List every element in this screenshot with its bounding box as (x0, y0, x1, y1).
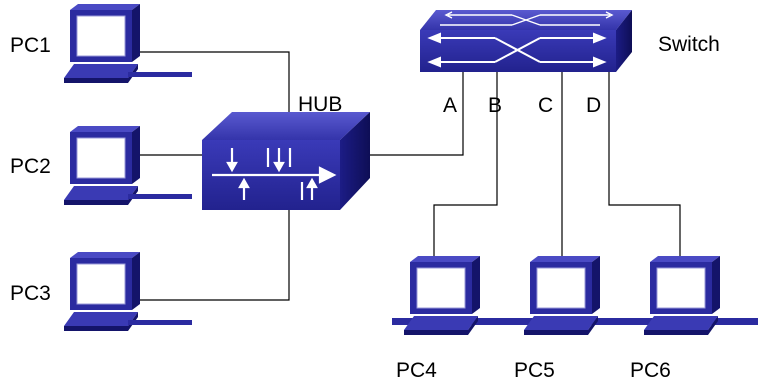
switch-side-face (616, 10, 632, 72)
hub-top-face (202, 112, 370, 140)
switch-device (420, 10, 632, 72)
link-port-b-pc4 (433, 72, 498, 262)
pc1-label: PC1 (10, 34, 51, 57)
hub-side-face (340, 112, 370, 210)
pc1-icon (64, 4, 192, 83)
pc4-label: PC4 (396, 359, 437, 382)
link-hub-port-a (370, 72, 464, 156)
link-port-d-pc6 (608, 72, 681, 262)
pc3-label: PC3 (10, 282, 51, 305)
link-pc1-hub (140, 51, 290, 140)
pc2-icon (64, 126, 192, 205)
port-d-label: D (586, 94, 602, 117)
pc6-icon (644, 256, 720, 335)
port-b-label: B (488, 94, 503, 117)
port-c-label: C (538, 94, 554, 117)
switch-crossover-arrows (427, 32, 607, 68)
link-pc3-hub (140, 210, 290, 301)
pc4-icon (404, 256, 480, 335)
hub-label: HUB (298, 93, 343, 116)
pc5-icon (524, 256, 600, 335)
port-a-label: A (443, 94, 458, 117)
pc6-label: PC6 (630, 359, 671, 382)
hub-device (202, 112, 370, 210)
pc2-label: PC2 (10, 155, 51, 178)
pc5-label: PC5 (514, 359, 555, 382)
connection-lines (140, 51, 681, 301)
hub-arrows (212, 148, 337, 200)
pc-icons (64, 4, 720, 335)
pc3-icon (64, 252, 192, 331)
switch-label: Switch (658, 33, 720, 56)
